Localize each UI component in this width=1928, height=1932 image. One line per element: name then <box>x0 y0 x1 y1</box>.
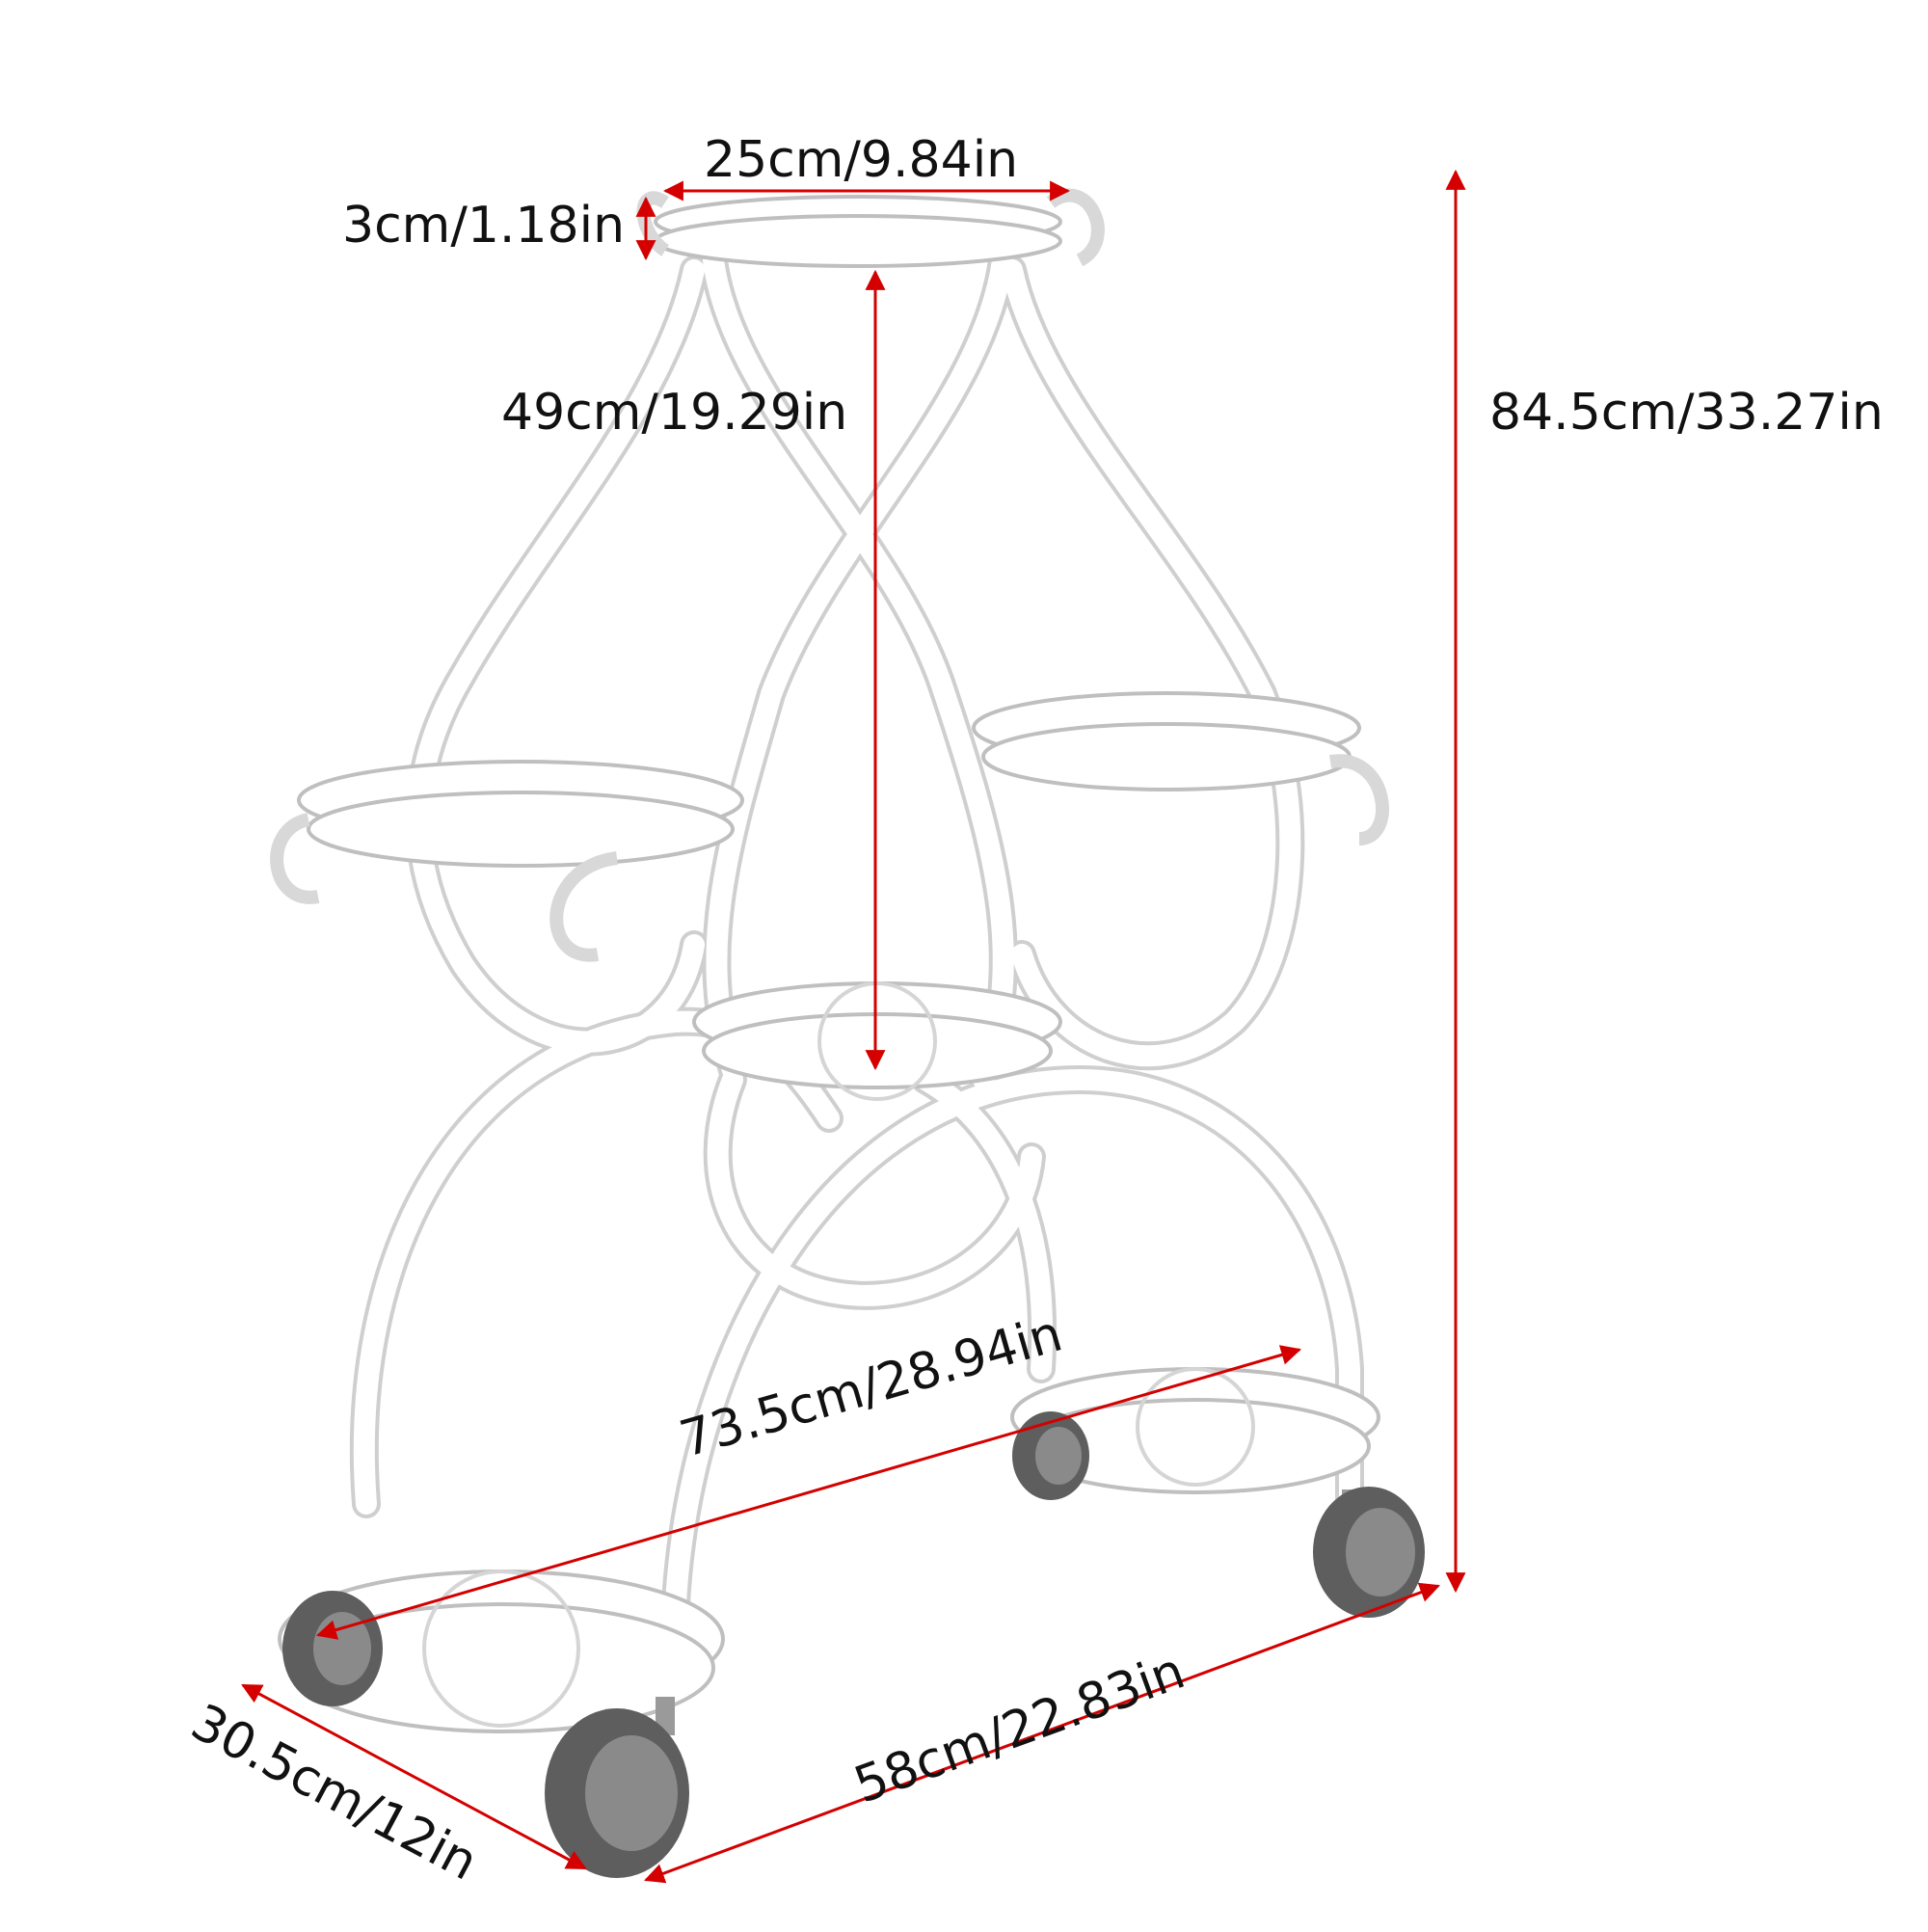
depth-line <box>241 1683 587 1870</box>
rim-height-label: 3cm/1.18in <box>342 197 626 255</box>
wheel-back-center <box>1012 1411 1089 1500</box>
length-line <box>644 1582 1440 1884</box>
left-tray <box>270 760 744 962</box>
dimension-lines <box>241 169 1466 1884</box>
top-diameter-label: 25cm/9.84in <box>704 131 1019 189</box>
wheel-front-left <box>282 1591 383 1706</box>
top-tray <box>636 188 1105 268</box>
right-tray <box>972 691 1389 845</box>
total-height-label: 84.5cm/33.27in <box>1489 384 1884 442</box>
diagonal-line <box>315 1345 1302 1640</box>
mid-height-label: 49cm/19.29in <box>501 384 848 442</box>
